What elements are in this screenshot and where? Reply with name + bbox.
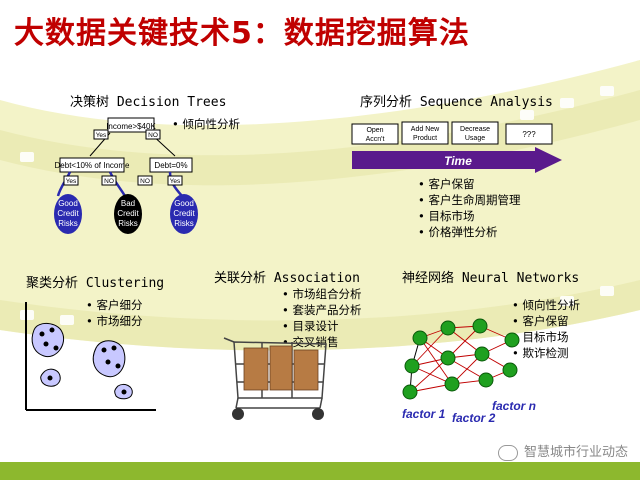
- network-node: [472, 318, 488, 334]
- cluster-blob: [92, 340, 126, 378]
- sequence-bullets: 客户保留 客户生命周期管理 目标市场 价格弹性分析: [418, 176, 520, 240]
- clustering-bullets: 客户细分 市场细分: [86, 297, 142, 329]
- leaf-text: Risks: [58, 219, 78, 228]
- clustering-title: 聚类分析 Clustering: [26, 276, 165, 291]
- leaf-text: Bad: [121, 199, 135, 208]
- association-title: 关联分析 Association: [214, 271, 360, 286]
- page-title: 大数据关键技术5：数据挖掘算法: [14, 16, 470, 51]
- network-node: [502, 362, 518, 378]
- bottom-bar: [0, 462, 640, 480]
- association-bullets: 市场组合分析 套装产品分析 目录设计 交叉销售: [282, 286, 361, 350]
- tree-left-node: [59, 157, 125, 173]
- bullet-item: 目标市场: [418, 208, 520, 224]
- bullet-item: 市场细分: [86, 313, 142, 329]
- sequence-box-2: [401, 121, 449, 145]
- sequence-box-3: [451, 121, 499, 145]
- network-node: [402, 384, 418, 400]
- decision-trees-title: 决策树 Decision Trees: [70, 95, 227, 110]
- bullet-item: 客户保留: [418, 176, 520, 192]
- tree-root-label: Income>$40K: [106, 122, 156, 131]
- sequence-box-text: Add New: [411, 126, 440, 133]
- bullet-item: 客户细分: [86, 297, 142, 313]
- network-node: [440, 350, 456, 366]
- watermark: 智慧城市行业动态: [497, 441, 628, 461]
- neural-network-diagram: factor 1 factor 2 factor n: [402, 318, 536, 425]
- time-arrow: [352, 147, 562, 173]
- sequence-box-text: Product: [413, 135, 437, 142]
- sequence-box-text: Usage: [465, 135, 485, 142]
- network-node: [474, 346, 490, 362]
- network-node: [404, 358, 420, 374]
- sequence-box-1: [351, 123, 399, 145]
- network-node: [504, 332, 520, 348]
- decision-tree-diagram: Income>$40K Yes NO Debt<10% of Income De…: [54, 117, 198, 234]
- sequence-box-text: Open: [366, 127, 383, 134]
- shopping-cart-icon: [223, 337, 327, 420]
- no-label: NO: [148, 132, 158, 139]
- leaf-text: Credit: [173, 209, 195, 218]
- leaf-text: Credit: [117, 209, 139, 218]
- clustering-diagram: [25, 302, 156, 411]
- bullet-item: 交叉销售: [282, 334, 361, 350]
- leaf-text: Risks: [118, 219, 138, 228]
- sequence-box-text: Accn't: [366, 136, 385, 143]
- bullet-item: 倾向性分析: [172, 116, 240, 132]
- network-node: [412, 330, 428, 346]
- factor-n-label: factor n: [492, 399, 536, 413]
- bullet-item: 欺诈检测: [512, 345, 580, 361]
- network-node: [440, 320, 456, 336]
- leaf-good-2: [170, 194, 198, 234]
- leaf-text: Risks: [174, 219, 194, 228]
- yes-label: Yes: [96, 132, 107, 139]
- tree-left-label: Debt<10% of Income: [55, 161, 130, 170]
- sequence-box-text: ???: [522, 130, 536, 139]
- wechat-icon: [497, 444, 518, 461]
- bullet-item: 市场组合分析: [282, 286, 361, 302]
- no-label: NO: [140, 178, 150, 185]
- yes-label: Yes: [66, 178, 77, 185]
- leaf-good-1: [54, 194, 82, 234]
- bullet-item: 客户生命周期管理: [418, 192, 520, 208]
- network-node: [478, 372, 494, 388]
- yes-label: Yes: [170, 178, 181, 185]
- neural-bullets: 倾向性分析 客户保留 目标市场 欺诈检测: [512, 297, 580, 361]
- decision-trees-bullets: 倾向性分析: [172, 116, 240, 132]
- sequence-box-4: [505, 123, 553, 145]
- sequence-box-text: Decrease: [460, 126, 490, 133]
- watermark-text: 智慧城市行业动态: [523, 445, 628, 460]
- factor-2-label: factor 2: [452, 411, 496, 425]
- bullet-item: 目录设计: [282, 318, 361, 334]
- no-label: NO: [104, 178, 114, 185]
- tree-right-label: Debt=0%: [154, 161, 187, 170]
- tree-root-node: [107, 117, 155, 133]
- leaf-text: Good: [58, 199, 78, 208]
- bullet-item: 目标市场: [512, 329, 580, 345]
- leaf-bad: [114, 194, 142, 234]
- cluster-blob: [31, 323, 64, 358]
- network-node: [444, 376, 460, 392]
- bullet-item: 客户保留: [512, 313, 580, 329]
- sequence-diagram: Open Accn't Add New Product Decrease Usa…: [351, 121, 562, 173]
- sequence-analysis-title: 序列分析 Sequence Analysis: [360, 95, 553, 110]
- bullet-item: 套装产品分析: [282, 302, 361, 318]
- leaf-text: Good: [174, 199, 194, 208]
- leaf-text: Credit: [57, 209, 79, 218]
- bullet-item: 倾向性分析: [512, 297, 580, 313]
- time-arrow-label: Time: [444, 154, 472, 168]
- factor-1-label: factor 1: [402, 407, 446, 421]
- neural-networks-title: 神经网络 Neural Networks: [402, 271, 580, 286]
- bullet-item: 价格弹性分析: [418, 224, 520, 240]
